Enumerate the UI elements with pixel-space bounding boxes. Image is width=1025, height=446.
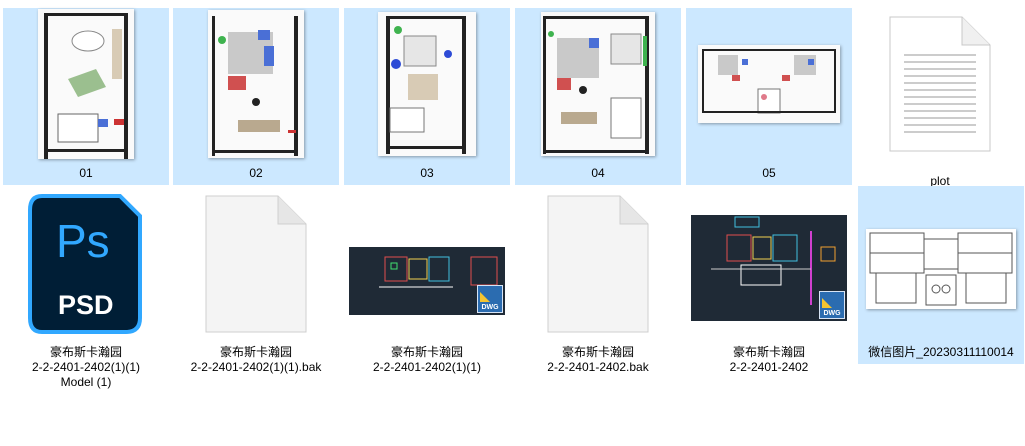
dwg-thumbnail: DWG [691,215,847,321]
floor-plan-thumbnail [698,45,840,123]
file-name-line: 豪布斯卡瀚园 [49,345,122,359]
file-item-plot[interactable]: plot [857,8,1023,188]
file-name-line: 豪布斯卡瀚园 [390,345,463,359]
file-item-wechat-image[interactable]: 微信图片_20230311110014 [858,186,1024,364]
file-name-line: 豪布斯卡瀚园 [219,345,292,359]
dwg-badge-icon: DWG [819,291,845,319]
file-name: plot [930,174,950,188]
blank-file-icon [204,194,308,334]
blank-file-icon [546,194,650,334]
floor-plan-image-thumbnail [866,229,1016,309]
file-name-line: 2-2-2401-2402(1)(1) [31,360,141,374]
file-name-line: 2-2-2401-2402 [729,360,809,374]
dwg-thumbnail: DWG [349,247,505,315]
floor-plan-thumbnail [378,12,476,156]
psd-label: PSD [58,290,114,320]
floor-plan-thumbnail [38,9,134,159]
file-item-bak-2[interactable]: 豪布斯卡瀚园 2-2-2401-2402.bak [515,189,681,399]
file-name-line: Model (1) [60,375,112,389]
file-item-04[interactable]: 04 [515,8,681,185]
file-name: 04 [591,166,605,180]
file-item-03[interactable]: 03 [344,8,510,185]
file-name-line: 2-2-2401-2402.bak [547,360,649,374]
file-item-01[interactable]: 01 [3,8,169,185]
file-item-05[interactable]: 05 [686,8,852,185]
text-document-icon [888,15,992,153]
file-item-model-psd[interactable]: Ps PSD 豪布斯卡瀚园 2-2-2401-2402(1)(1) Model … [3,189,169,399]
floor-plan-thumbnail [541,12,655,156]
file-item-02[interactable]: 02 [173,8,339,185]
file-name-line: 豪布斯卡瀚园 [732,345,805,359]
file-name-line: 2-2-2401-2402(1)(1).bak [190,360,322,374]
floor-plan-thumbnail [208,10,304,158]
file-name: 05 [762,166,776,180]
file-name: 微信图片_20230311110014 [868,345,1014,359]
file-name: 02 [249,166,263,180]
file-name-line: 豪布斯卡瀚园 [561,345,634,359]
file-name-line: 2-2-2401-2402(1)(1) [372,360,482,374]
photoshop-psd-icon: Ps PSD [28,192,144,336]
psd-logo-text: Ps [56,215,110,267]
file-item-dwg-1[interactable]: DWG 豪布斯卡瀚园 2-2-2401-2402(1)(1) [344,189,510,399]
file-name: 03 [420,166,434,180]
file-item-bak-1[interactable]: 豪布斯卡瀚园 2-2-2401-2402(1)(1).bak [173,189,339,399]
file-item-dwg-2[interactable]: DWG 豪布斯卡瀚园 2-2-2401-2402 [686,189,852,399]
dwg-badge-icon: DWG [477,285,503,313]
file-name: 01 [79,166,93,180]
